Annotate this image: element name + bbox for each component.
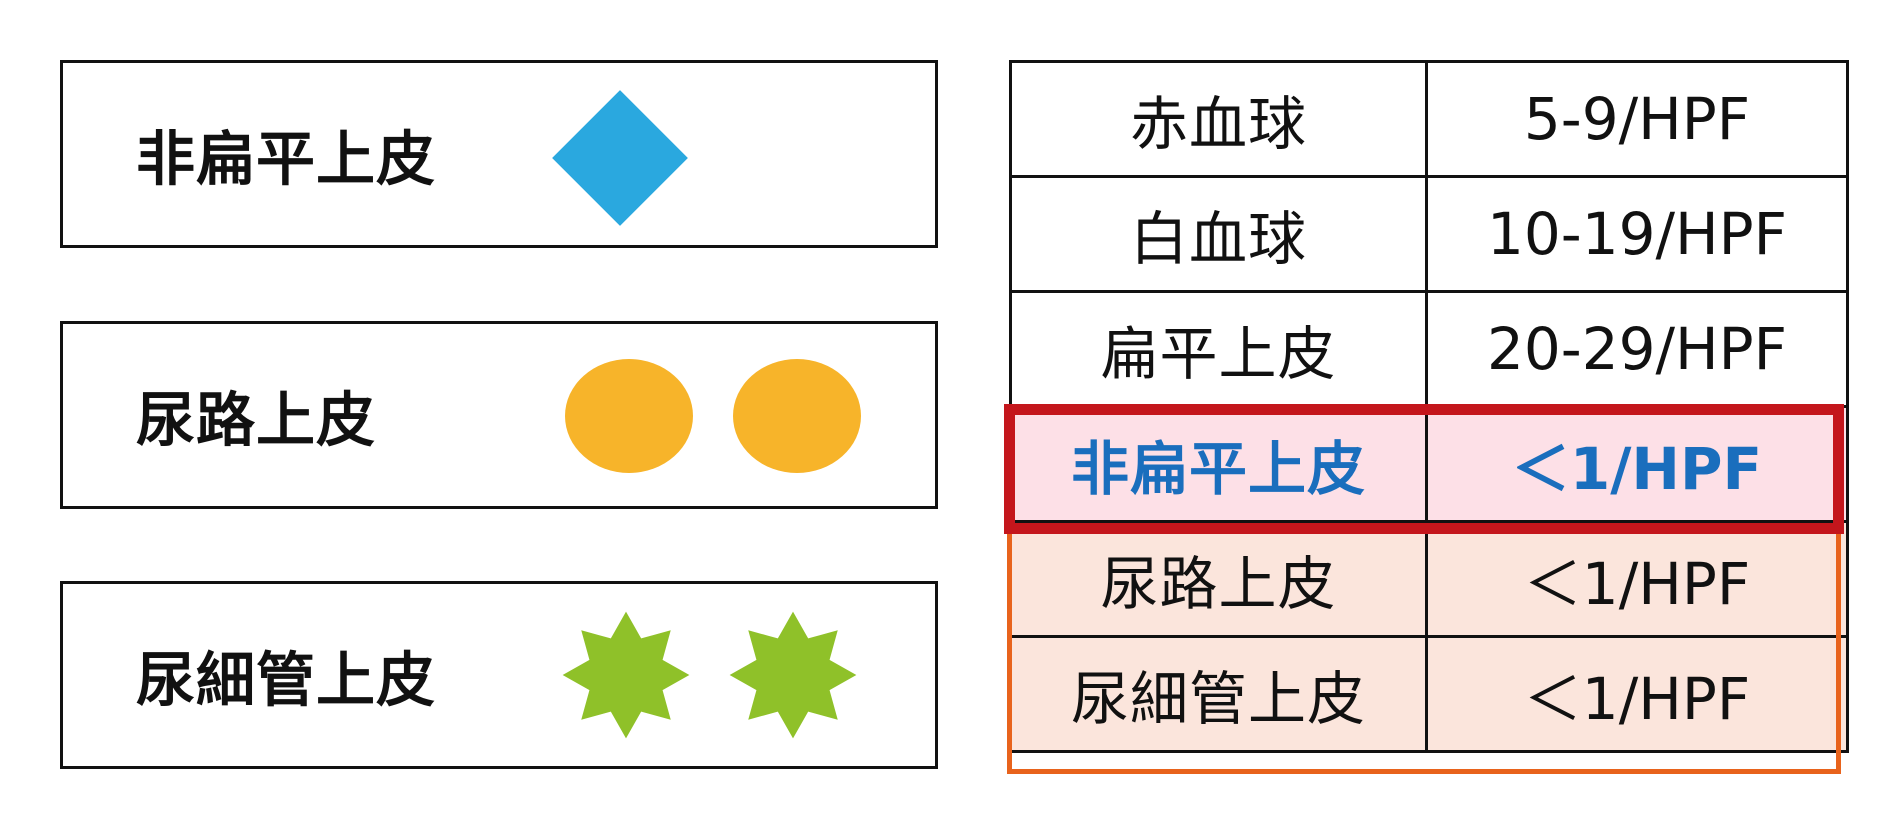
sediment-results-table: 赤血球 5-9/HPF 白血球 10-19/HPF 扁平上皮 20-29/HPF…: [1009, 60, 1849, 753]
table-row: 扁平上皮 20-29/HPF: [1009, 290, 1849, 408]
cell-value: ＜1/HPF: [1425, 520, 1849, 638]
legend-item-non-squamous: 非扁平上皮: [60, 60, 938, 248]
cell-value: ＜1/HPF: [1425, 405, 1849, 523]
cell-name: 非扁平上皮: [1009, 405, 1428, 523]
table-row: 尿細管上皮 ＜1/HPF: [1009, 635, 1849, 753]
green-star-icon: [562, 611, 690, 739]
cell-name: 赤血球: [1009, 60, 1428, 178]
table-row: 尿路上皮 ＜1/HPF: [1009, 520, 1849, 638]
cell-name: 尿路上皮: [1009, 520, 1428, 638]
cell-name: 尿細管上皮: [1009, 635, 1428, 753]
orange-circle-icon: [733, 359, 861, 473]
table-row-highlighted: 非扁平上皮 ＜1/HPF: [1009, 405, 1849, 523]
table-row: 赤血球 5-9/HPF: [1009, 60, 1849, 178]
star-shape: [729, 611, 857, 739]
cell-value: 20-29/HPF: [1425, 290, 1849, 408]
legend-label: 非扁平上皮: [136, 124, 437, 194]
legend-label: 尿路上皮: [136, 385, 377, 455]
cell-value: 5-9/HPF: [1425, 60, 1849, 178]
blue-diamond-icon: [552, 90, 688, 226]
cell-value: ＜1/HPF: [1425, 635, 1849, 753]
legend-label: 尿細管上皮: [136, 645, 437, 715]
green-star-icon: [729, 611, 857, 739]
cell-name: 白血球: [1009, 175, 1428, 293]
table-row: 白血球 10-19/HPF: [1009, 175, 1849, 293]
orange-circle-icon: [565, 359, 693, 473]
legend-item-renal-tubular: 尿細管上皮: [60, 581, 938, 769]
cell-name: 扁平上皮: [1009, 290, 1428, 408]
cell-value: 10-19/HPF: [1425, 175, 1849, 293]
legend-item-urothelial: 尿路上皮: [60, 321, 938, 509]
star-shape: [562, 611, 690, 739]
